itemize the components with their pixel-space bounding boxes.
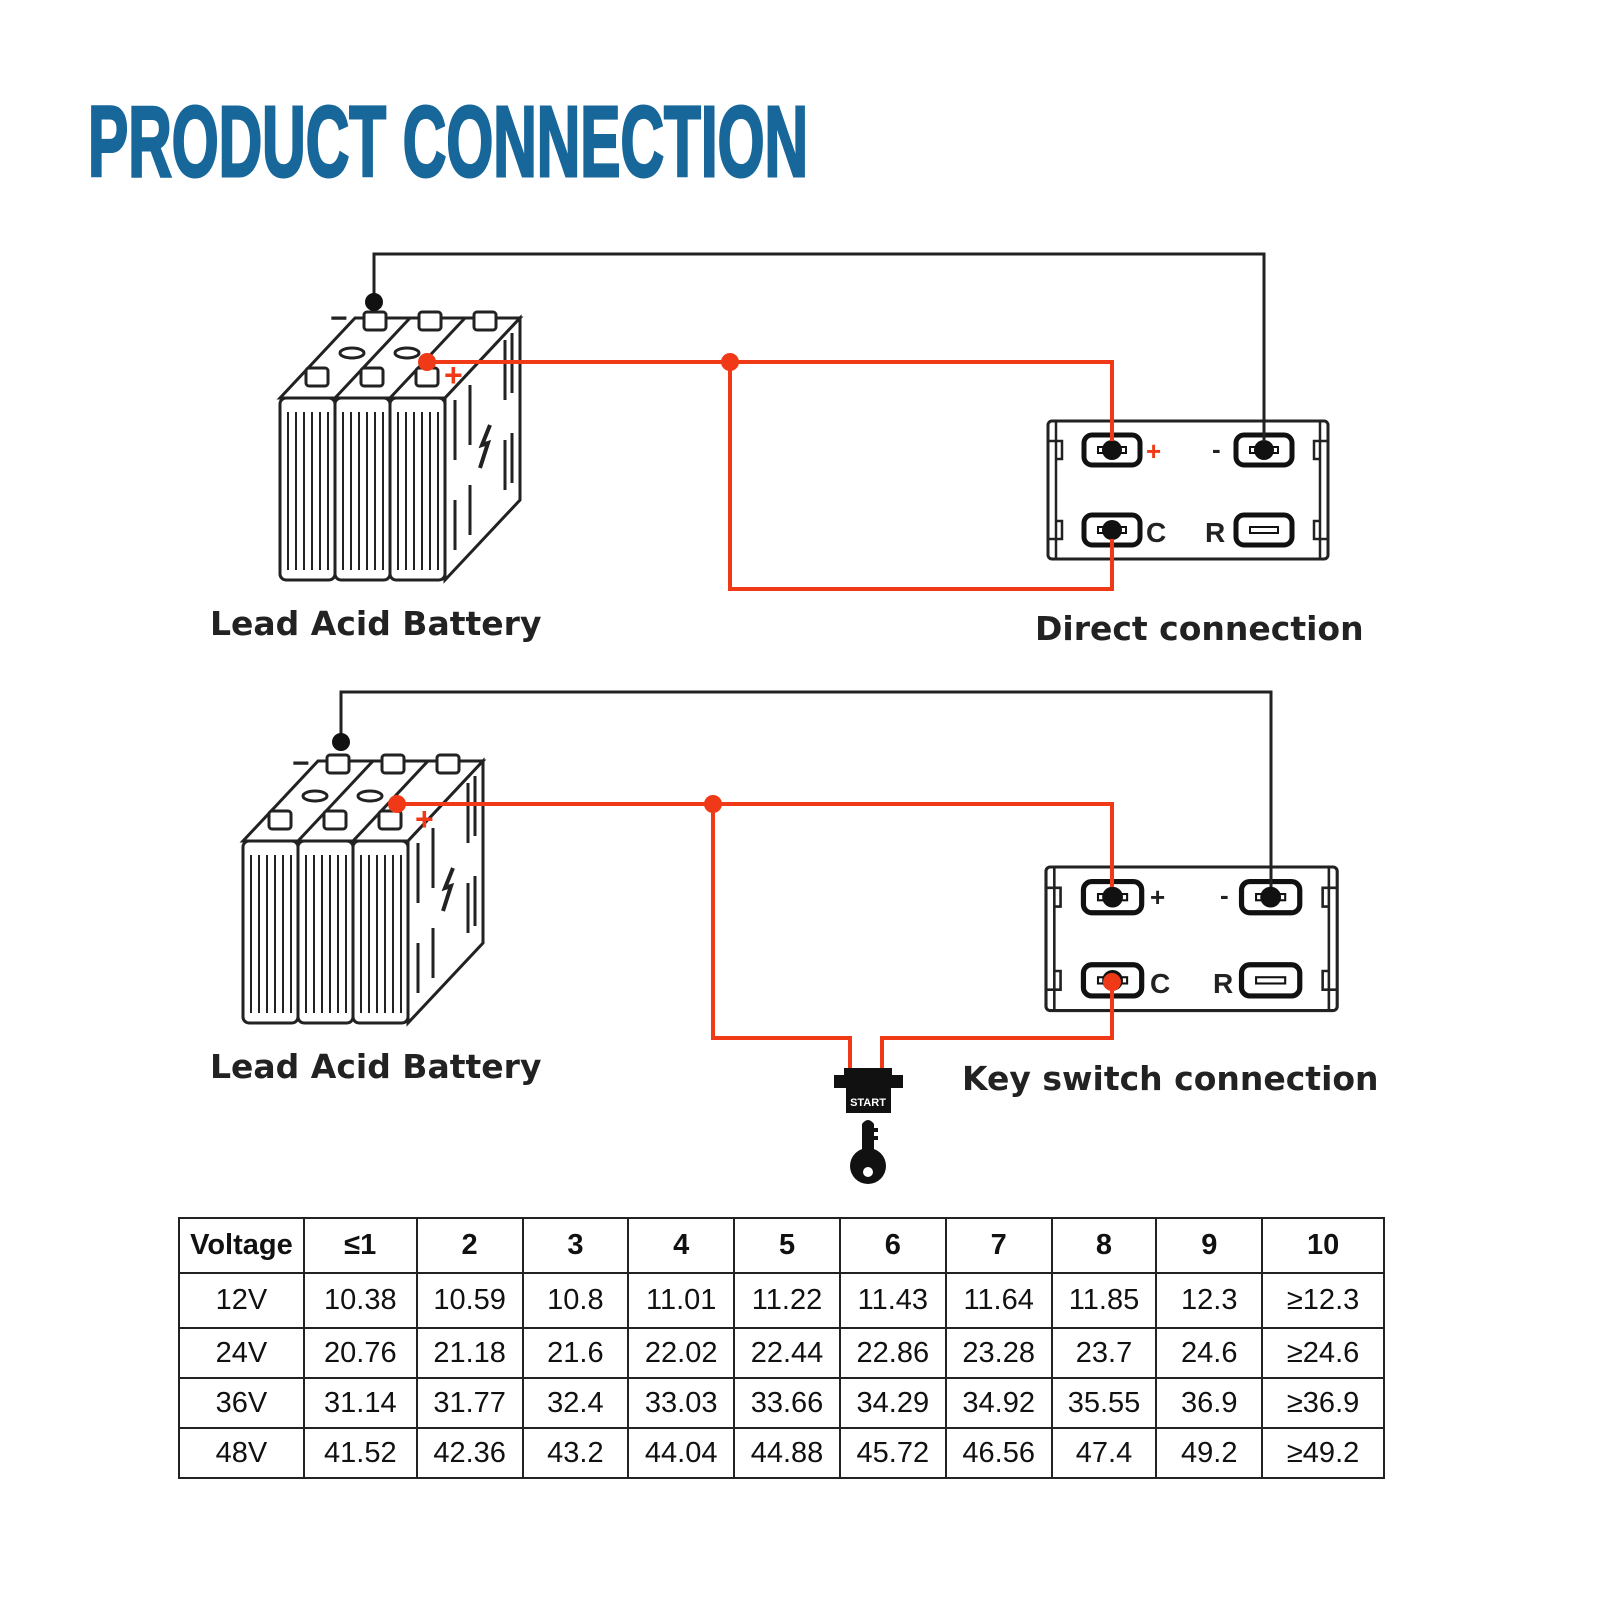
table-cell: ≥36.9 [1261,1377,1385,1429]
table-cell: 10.38 [302,1272,418,1329]
table-cell: 33.66 [733,1377,841,1429]
table-cell: 22.86 [838,1327,947,1379]
battery-neg-sign: − [292,747,310,780]
table-cell: ≥49.2 [1261,1427,1385,1479]
terminal-neg-label: - [1220,880,1229,910]
terminal-pos-label: + [1146,436,1161,466]
table-cell: 23.28 [944,1327,1053,1379]
table-cell: 45.72 [838,1427,947,1479]
table-cell: 36.9 [1155,1377,1264,1429]
terminal-c-label: C [1150,968,1170,999]
column-header: 7 [944,1217,1053,1274]
column-header: 10 [1261,1217,1385,1274]
negative-wire [372,252,1266,450]
table-cell: 11.01 [627,1272,736,1329]
table-cell: 11.64 [944,1272,1053,1329]
positive-wire [427,360,1114,450]
column-header: 2 [415,1217,524,1274]
column-header: 4 [627,1217,736,1274]
switch-input-wire [711,804,852,1075]
key-icon [850,1120,886,1184]
table-cell: 23.7 [1050,1327,1158,1379]
table-cell: 44.04 [627,1427,736,1479]
table-cell: 42.36 [415,1427,524,1479]
terminal-c-label: C [1146,517,1166,548]
key-switch: START [834,1068,903,1184]
terminal-neg-label: - [1212,434,1221,464]
table-cell: 11.85 [1050,1272,1158,1329]
lead-acid-battery-1 [278,310,522,582]
terminal-pos-label: + [1150,882,1165,912]
table-cell: 48V [178,1427,305,1479]
table-cell: 34.92 [944,1377,1053,1429]
column-header: 6 [838,1217,947,1274]
table-cell: 46.56 [944,1427,1053,1479]
direct-connection-diagram: − + + - C R Lead Acid Battery Direct con… [210,252,1364,648]
column-header: 8 [1050,1217,1158,1274]
table-cell: 34.29 [838,1377,947,1429]
connection-label: Direct connection [1035,609,1364,648]
battery-label: Lead Acid Battery [210,604,541,643]
table-cell: 32.4 [521,1377,630,1429]
key-switch-connection-diagram: − + + - C R START Lead Acid Battery Key … [210,690,1379,1184]
lead-acid-battery-2 [241,753,485,1025]
battery-label: Lead Acid Battery [210,1047,541,1086]
switch-label: START [850,1097,886,1109]
column-header: 9 [1155,1217,1264,1274]
column-header: 5 [733,1217,841,1274]
table-cell: 31.14 [302,1377,418,1429]
table-cell: 36V [178,1377,305,1429]
battery-neg-sign: − [330,302,348,335]
table-cell: 22.02 [627,1327,736,1379]
column-header: 3 [521,1217,630,1274]
page-title: PRODUCT CONNECTION [88,86,808,198]
battery-pos-sign: + [415,801,434,837]
table-cell: 35.55 [1050,1377,1158,1429]
table-cell: 11.43 [838,1272,947,1329]
table-cell: 24.6 [1155,1327,1264,1379]
table-cell: ≥12.3 [1261,1272,1385,1329]
table-cell: 22.44 [733,1327,841,1379]
table-cell: 10.59 [415,1272,524,1329]
table-cell: 24V [178,1327,305,1379]
connection-label: Key switch connection [962,1059,1379,1098]
table-cell: 21.6 [521,1327,630,1379]
table-cell: 33.03 [627,1377,736,1429]
controller-device-2 [1046,867,1337,1011]
battery-pos-sign: + [444,357,463,393]
table-cell: 12V [178,1272,305,1329]
column-header: Voltage [178,1217,305,1274]
positive-wire [397,802,1114,896]
column-header: ≤1 [302,1217,418,1274]
table-cell: 49.2 [1155,1427,1264,1479]
table-cell: 12.3 [1155,1272,1264,1329]
table-cell: ≥24.6 [1261,1327,1385,1379]
terminal-r-label: R [1213,968,1233,999]
table-cell: 44.88 [733,1427,841,1479]
table-cell: 47.4 [1050,1427,1158,1479]
table-cell: 41.52 [302,1427,418,1479]
terminal-r-label: R [1205,517,1225,548]
controller-device-1 [1048,421,1328,559]
table-cell: 10.8 [521,1272,630,1329]
table-cell: 11.22 [733,1272,841,1329]
table-cell: 31.77 [415,1377,524,1429]
c-terminal-wire [728,362,1114,591]
table-cell: 20.76 [302,1327,418,1379]
switch-output-wire [880,982,1114,1075]
negative-wire [339,690,1273,896]
table-cell: 21.18 [415,1327,524,1379]
table-cell: 43.2 [521,1427,630,1479]
